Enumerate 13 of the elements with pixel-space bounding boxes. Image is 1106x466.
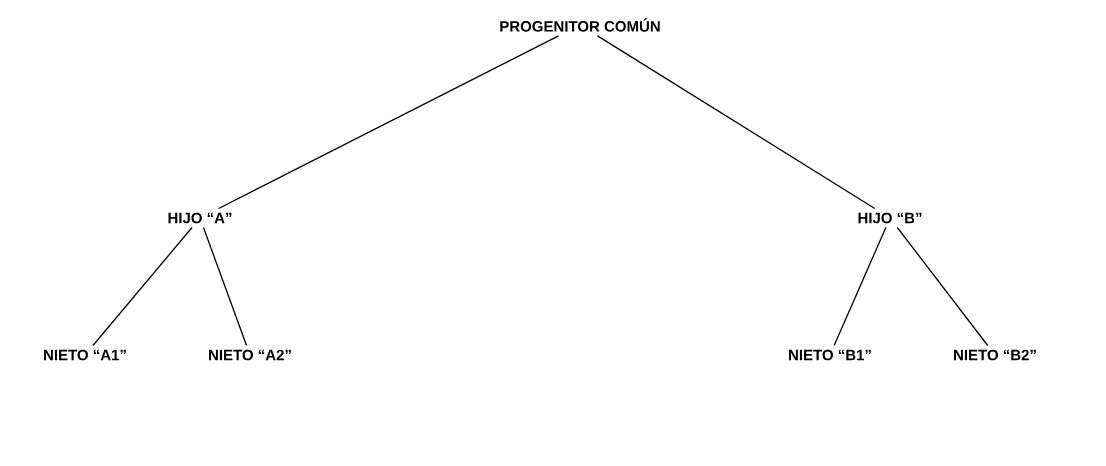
tree-line <box>596 35 876 210</box>
tree-line <box>92 226 193 347</box>
tree-line <box>896 226 989 347</box>
tree-label: HIJO “A” <box>168 212 232 224</box>
tree-label: NIETO “B1” <box>789 349 871 361</box>
tree-label: HIJO “B” <box>858 212 922 224</box>
tree-label: PROGENITOR COMÚN <box>500 18 660 32</box>
tree-label: NIETO “A1” <box>44 349 126 361</box>
tree-line <box>218 35 560 210</box>
tree-line <box>833 226 887 347</box>
tree-line <box>202 226 248 347</box>
tree-label: NIETO “A2” <box>209 349 291 361</box>
tree-label: NIETO “B2” <box>954 349 1036 361</box>
